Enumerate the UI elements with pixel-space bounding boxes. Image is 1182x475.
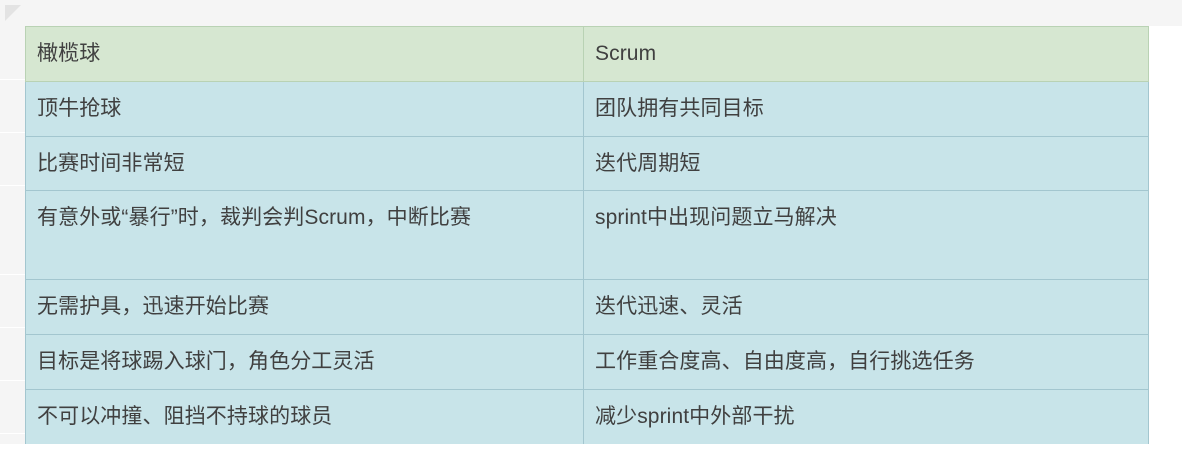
- comparison-table: 橄榄球 Scrum 顶牛抢球 团队拥有共同目标 比赛时间非常短 迭代周期短 有意…: [25, 26, 1149, 445]
- cell-scrum[interactable]: 迭代迅速、灵活: [583, 279, 1149, 336]
- table-row[interactable]: 顶牛抢球 团队拥有共同目标: [25, 80, 1149, 137]
- left-margin-gutter: [0, 0, 25, 444]
- cell-rugby[interactable]: 比赛时间非常短: [25, 135, 584, 192]
- cell-rugby[interactable]: 有意外或“暴行”时，裁判会判Scrum，中断比赛: [25, 190, 584, 281]
- cell-scrum[interactable]: 团队拥有共同目标: [583, 80, 1149, 137]
- gutter-rule-tick: [0, 79, 25, 80]
- table-row[interactable]: 无需护具，迅速开始比赛 迭代迅速、灵活: [25, 279, 1149, 336]
- cell-rugby[interactable]: 目标是将球踢入球门，角色分工灵活: [25, 334, 584, 391]
- cell-scrum[interactable]: 减少sprint中外部干扰: [583, 389, 1149, 445]
- column-header-rugby[interactable]: 橄榄球: [25, 26, 584, 82]
- table-corner-handle-icon[interactable]: [5, 5, 21, 21]
- table-body: 顶牛抢球 团队拥有共同目标 比赛时间非常短 迭代周期短 有意外或“暴行”时，裁判…: [25, 80, 1149, 445]
- cell-rugby[interactable]: 不可以冲撞、阻挡不持球的球员: [25, 389, 584, 445]
- column-header-scrum[interactable]: Scrum: [583, 26, 1149, 82]
- gutter-rule-tick: [0, 185, 25, 186]
- table-row[interactable]: 有意外或“暴行”时，裁判会判Scrum，中断比赛 sprint中出现问题立马解决: [25, 190, 1149, 281]
- gutter-rule-tick: [0, 274, 25, 275]
- top-margin-strip: [0, 0, 1182, 26]
- below-table-area: [0, 444, 1182, 475]
- table-row[interactable]: 目标是将球踢入球门，角色分工灵活 工作重合度高、自由度高，自行挑选任务: [25, 334, 1149, 391]
- cell-rugby[interactable]: 顶牛抢球: [25, 80, 584, 137]
- table-row[interactable]: 不可以冲撞、阻挡不持球的球员 减少sprint中外部干扰: [25, 389, 1149, 445]
- table-row[interactable]: 比赛时间非常短 迭代周期短: [25, 135, 1149, 192]
- cell-rugby[interactable]: 无需护具，迅速开始比赛: [25, 279, 584, 336]
- gutter-rule-tick: [0, 433, 25, 434]
- comparison-table-container: 橄榄球 Scrum 顶牛抢球 团队拥有共同目标 比赛时间非常短 迭代周期短 有意…: [25, 26, 1149, 445]
- cell-scrum[interactable]: 工作重合度高、自由度高，自行挑选任务: [583, 334, 1149, 391]
- cell-scrum[interactable]: 迭代周期短: [583, 135, 1149, 192]
- gutter-rule-tick: [0, 327, 25, 328]
- gutter-rule-tick: [0, 132, 25, 133]
- table-header: 橄榄球 Scrum: [25, 26, 1149, 82]
- cell-scrum[interactable]: sprint中出现问题立马解决: [583, 190, 1149, 281]
- gutter-rule-tick: [0, 380, 25, 381]
- table-header-row: 橄榄球 Scrum: [25, 26, 1149, 82]
